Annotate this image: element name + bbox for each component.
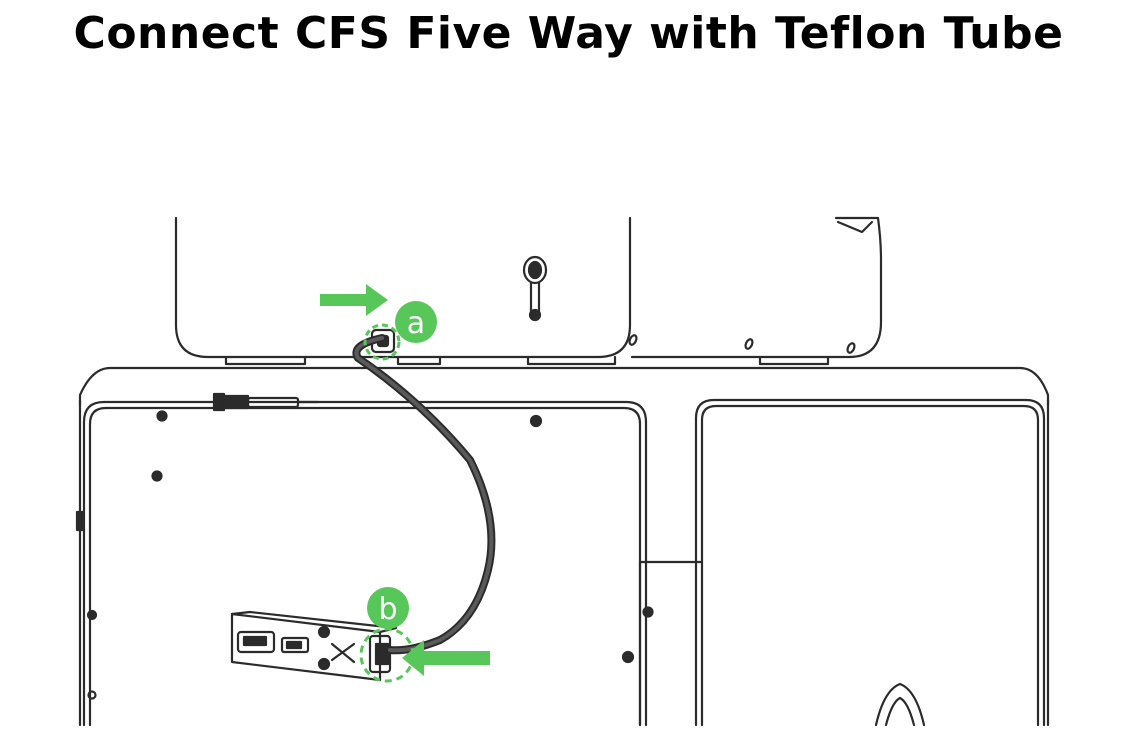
five-way-connector-panel [230,610,398,682]
screw-hole [87,690,97,700]
upper-unit-body [174,216,632,359]
arrow-right-icon [320,284,388,316]
upper-unit-foot [224,355,307,366]
screw-hole [86,609,98,621]
upper-unit-foot [758,355,830,366]
callout-b-ring [359,627,415,683]
callout-b-icon [367,587,409,629]
page-title: Connect CFS Five Way with Teflon Tube [73,8,1064,59]
screw-hole [621,650,635,664]
screw-hole [529,414,543,428]
upper-unit-foot [396,355,442,366]
top-left-connector [212,392,320,412]
cfs-right-panel [694,398,1046,727]
side-clip [75,510,85,532]
callout-a-icon [395,301,437,343]
callout-b-label: b [378,592,397,627]
screw-hole [151,470,163,482]
screw-hole [628,334,638,346]
upper-unit-corner-detail [836,220,874,234]
screw-hole [642,606,654,618]
cfs-top-edge [78,366,1050,407]
callout-a-label: a [407,306,425,341]
upper-unit-right-body [630,216,883,359]
screw-hole [744,338,754,350]
logo-mark [874,682,926,727]
upper-unit-foot [526,355,617,366]
screw-hole [156,410,168,422]
screw-hole [846,342,856,354]
cfs-left-panel [82,400,648,727]
callout-a-ring [363,323,401,361]
keyhole-icon [522,255,548,285]
